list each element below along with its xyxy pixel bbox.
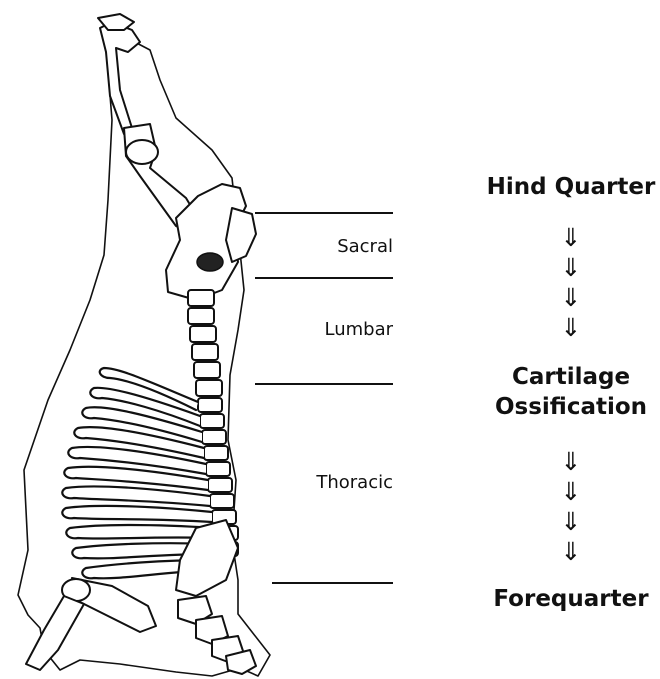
- forearm: [26, 596, 84, 670]
- stage-label-forequarter: Forequarter: [493, 586, 649, 612]
- double-down-arrow-icon: ⇓: [561, 223, 582, 252]
- double-down-arrow-icon: ⇓: [561, 253, 582, 282]
- hind-shank-bone: [100, 22, 140, 134]
- sacral-vertebrae: [226, 208, 256, 262]
- stifle-joint: [126, 140, 158, 164]
- double-down-arrow-icon: ⇓: [561, 477, 582, 506]
- stage-label-ossification: Ossification: [495, 394, 647, 420]
- arrow-group-upper: ⇓ ⇓ ⇓ ⇓: [561, 223, 582, 342]
- region-label-sacral: Sacral: [337, 236, 393, 257]
- double-down-arrow-icon: ⇓: [561, 447, 582, 476]
- double-down-arrow-icon: ⇓: [561, 537, 582, 566]
- double-down-arrow-icon: ⇓: [561, 313, 582, 342]
- cervical-vertebrae: [178, 596, 256, 674]
- double-down-arrow-icon: ⇓: [561, 283, 582, 312]
- pelvis-socket: [197, 253, 223, 271]
- region-label-lumbar: Lumbar: [324, 319, 393, 340]
- lumbar-vertebrae: [188, 290, 222, 396]
- region-label-thoracic: Thoracic: [315, 472, 393, 493]
- carcass-skeleton-illustration: [18, 14, 270, 676]
- stage-label-cartilage: Cartilage: [512, 364, 630, 390]
- arrow-group-lower: ⇓ ⇓ ⇓ ⇓: [561, 447, 582, 566]
- stage-label-hind-quarter: Hind Quarter: [487, 174, 656, 200]
- double-down-arrow-icon: ⇓: [561, 507, 582, 536]
